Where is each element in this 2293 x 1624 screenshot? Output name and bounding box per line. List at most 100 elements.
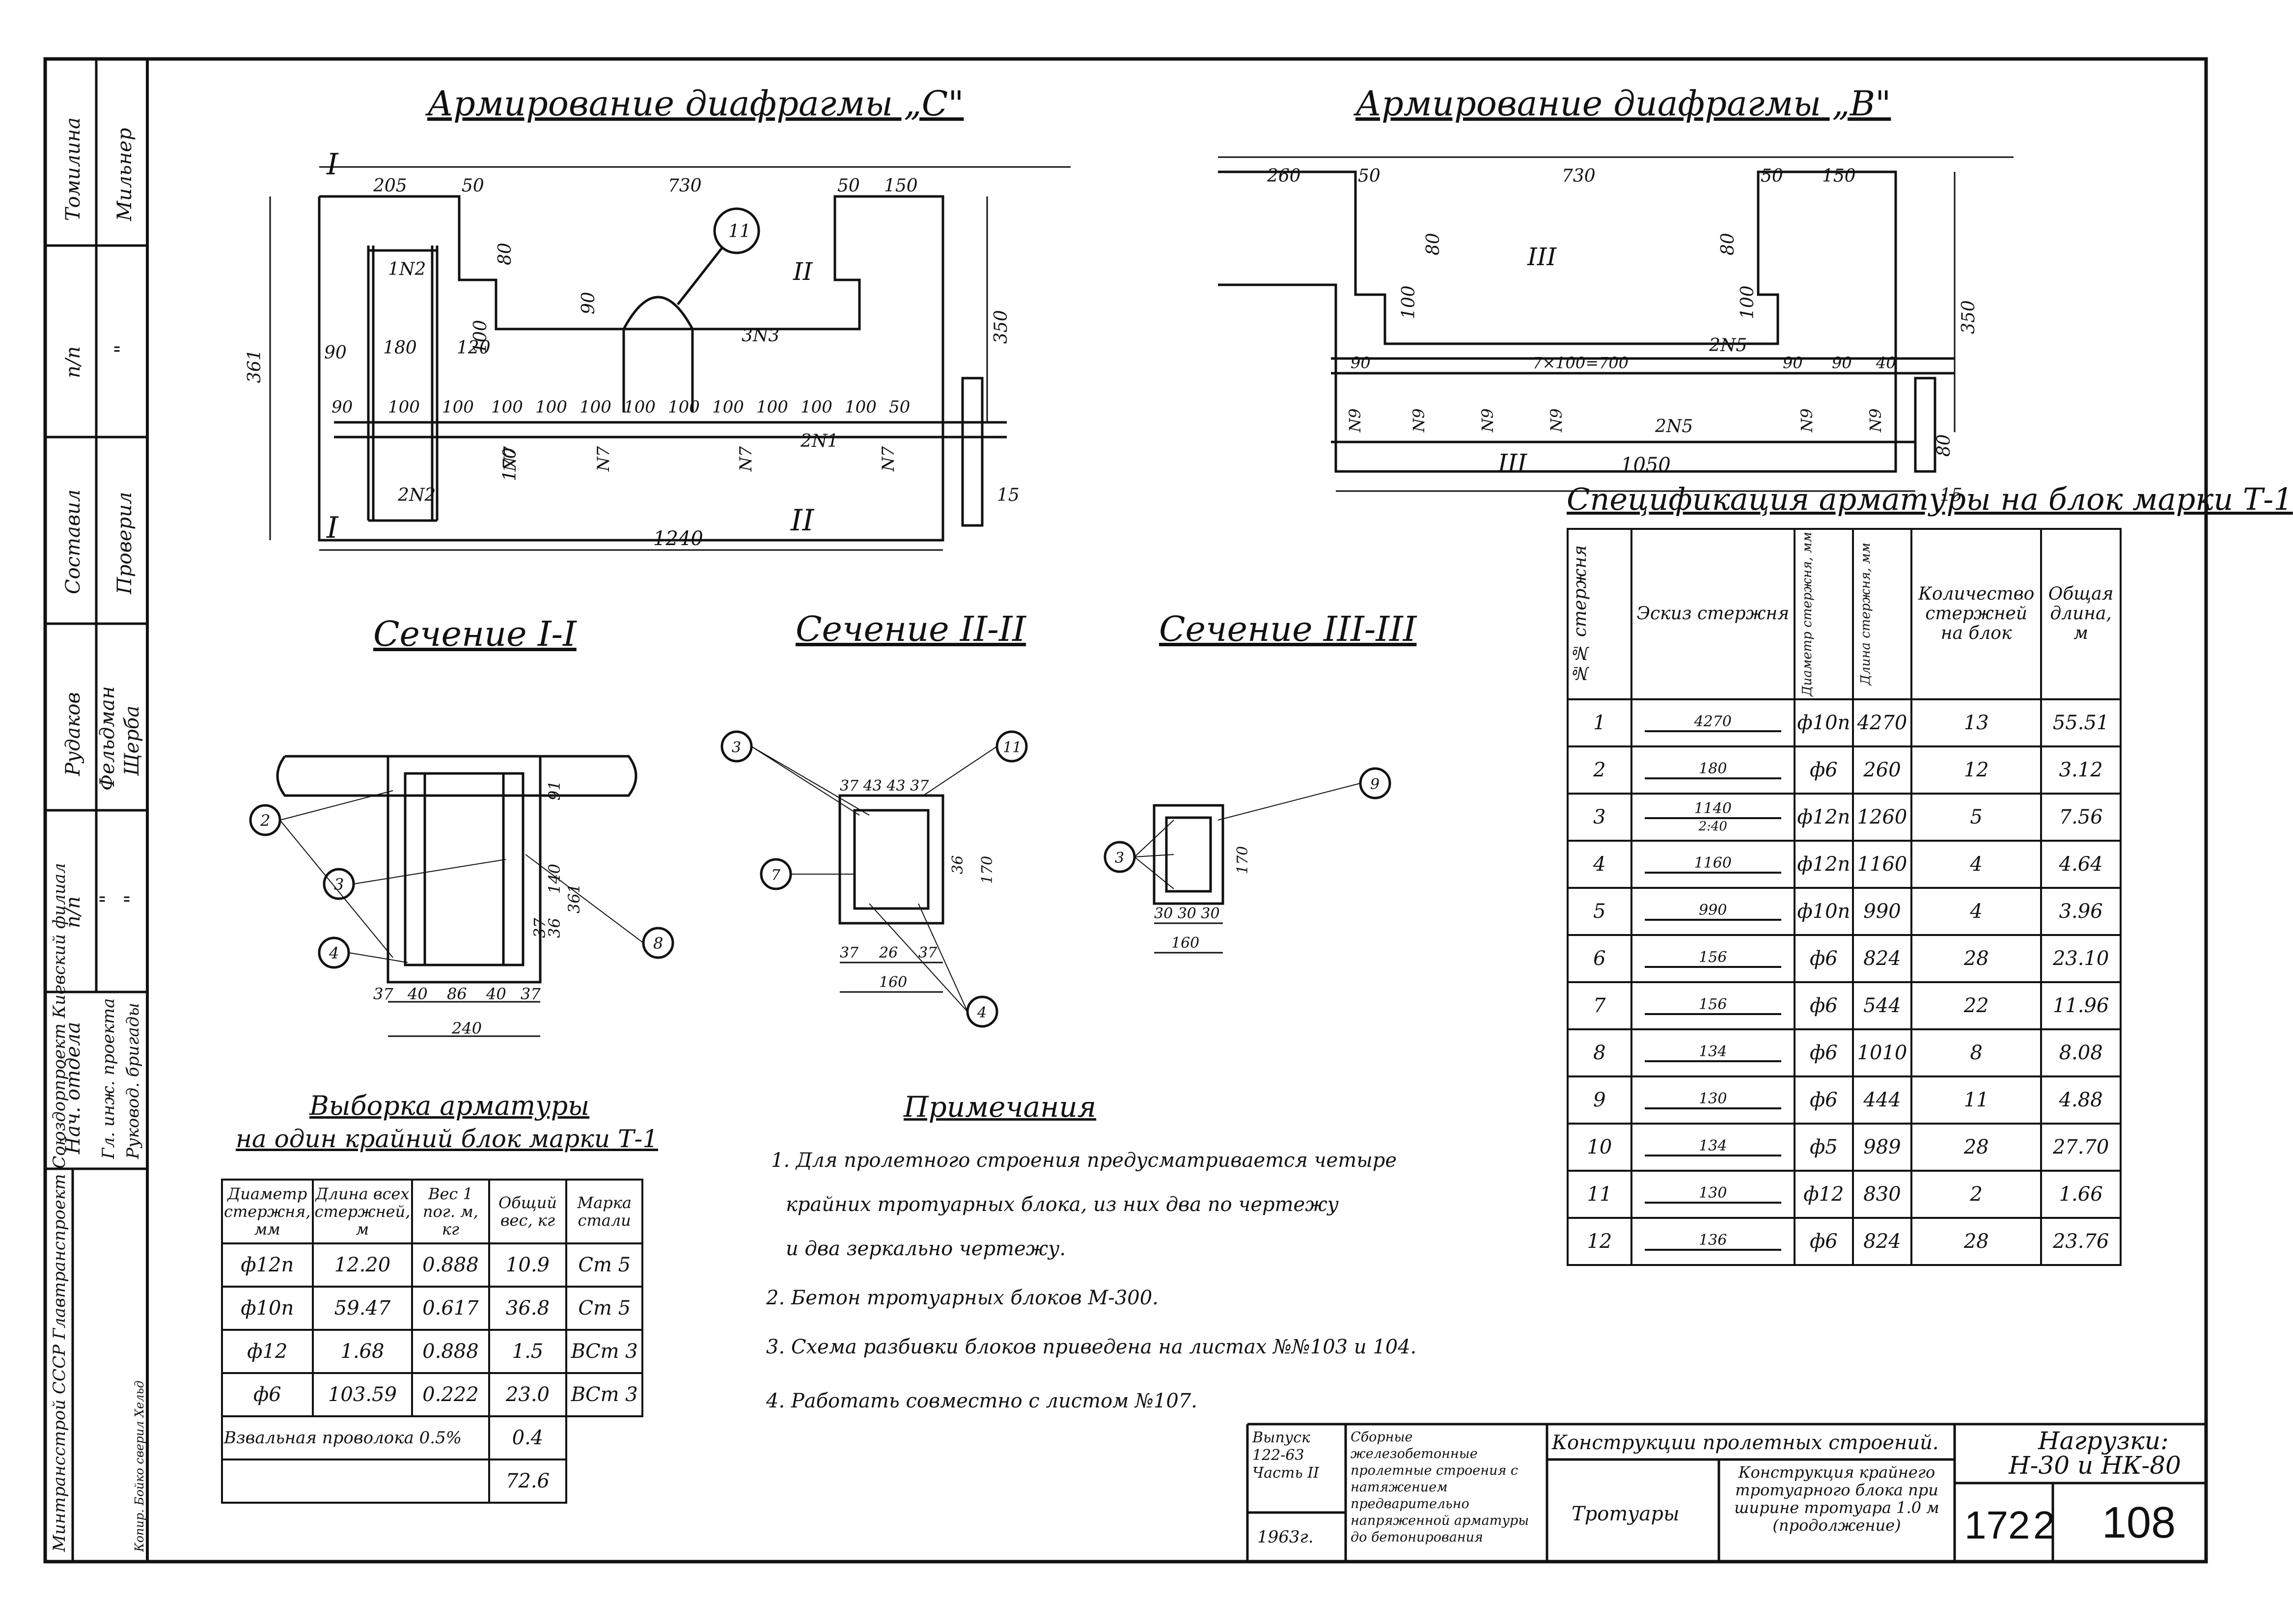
dim-b-h80c: 80 <box>1934 434 1954 457</box>
spec-cell-tot: 3.96 <box>2040 886 2122 936</box>
spec-cell-tot: 55.51 <box>2040 698 2122 747</box>
spec-cell-d: ф6 <box>1793 1028 1854 1077</box>
dim-b-total: 1050 <box>1621 454 1671 476</box>
sidebar-copy-note: Копир. Бойко сверил Хельд <box>133 1380 146 1552</box>
selection-title-2: на один крайний блок марки Т-1 <box>236 1125 659 1153</box>
spec-sketch-label: 134 <box>1699 1137 1727 1155</box>
selection-table: Диаметр стержня, мм Длина всех стержней,… <box>221 1179 643 1504</box>
spec-cell-qty: 2 <box>1910 1169 2043 1219</box>
bar-b-2n5: 2N5 <box>1709 335 1747 356</box>
diaphragm-b-title: Армирование диафрагмы „В" <box>1355 83 1891 124</box>
spec-sketch-label: 1140 <box>1694 800 1732 818</box>
note-line-1: 1. Для пролетного строения предусматрива… <box>771 1149 1397 1172</box>
dim-b-d1: 260 <box>1267 166 1301 186</box>
dim-b-h15: 15 <box>1940 485 1962 505</box>
spec-cell-tot: 4.88 <box>2040 1075 2122 1125</box>
spec-cell-len: 444 <box>1851 1075 1913 1125</box>
selection-weld-label: Взвальная проволока 0.5% <box>221 1415 490 1460</box>
callout-s1-8: 8 <box>653 934 663 953</box>
dim-c-d4: 50 <box>837 176 860 196</box>
pitch-b-4: 40 <box>1876 354 1896 372</box>
spec-cell-d: ф12п <box>1793 839 1854 889</box>
spec-cell-qty: 28 <box>1910 1122 2043 1172</box>
selection-cell-tot: 1.5 <box>488 1329 568 1374</box>
spec-cell-d: ф6 <box>1793 981 1854 1030</box>
bar-c-3n3: 3N3 <box>742 326 779 346</box>
tb-year: 1963г. <box>1257 1527 1314 1547</box>
selection-header-steel: Марка стали <box>565 1179 643 1244</box>
spec-cell-sketch: 136 <box>1630 1216 1796 1266</box>
selection-weld-empty <box>565 1415 642 1459</box>
spec-cell-qty: 5 <box>1910 792 2043 842</box>
spec-cell-qty: 4 <box>1910 886 2043 936</box>
note-line-2: крайних тротуарных блока, из них два по … <box>786 1193 1339 1216</box>
bar-b-n9-3: N9 <box>1478 409 1497 433</box>
selection-cell-st: Ст 5 <box>565 1242 643 1288</box>
bar-b-n9-6: N9 <box>1866 409 1885 433</box>
spec-cell-len: 824 <box>1851 1216 1913 1266</box>
dim-s2-h170: 170 <box>979 856 996 884</box>
spec-header-num: №№ стержня <box>1567 528 1632 700</box>
callout-s3-9: 9 <box>1370 776 1380 793</box>
spec-cell-n: 12 <box>1567 1216 1632 1266</box>
dim-b-d5: 150 <box>1822 166 1856 186</box>
tb-code-1: 172 <box>1964 1503 2030 1547</box>
spec-header-sketch: Эскиз стержня <box>1630 528 1796 700</box>
spec-cell-d: ф5 <box>1793 1122 1854 1172</box>
spec-header-len: Длина стержня, мм <box>1851 528 1913 700</box>
tb-sheet-number: 108 <box>2102 1498 2176 1547</box>
dim-b-d2: 50 <box>1358 166 1381 186</box>
spec-cell-n: 2 <box>1567 745 1632 795</box>
spec-cell-d: ф6 <box>1793 1075 1854 1125</box>
selection-weld-value: 0.4 <box>488 1415 568 1460</box>
dim-b-d4: 50 <box>1761 166 1783 186</box>
pitch-b-mid: 7×100=700 <box>1532 354 1629 372</box>
spec-cell-n: 9 <box>1567 1075 1632 1125</box>
spec-cell-sketch: 156 <box>1630 981 1796 1030</box>
cut-mark-ii-bottom: II <box>791 503 814 538</box>
dim-b-h350: 350 <box>1959 300 1979 334</box>
spec-cell-len: 544 <box>1851 981 1913 1030</box>
spec-cell-len: 4270 <box>1851 698 1913 747</box>
pitch-c-6: 100 <box>580 397 611 417</box>
spec-cell-qty: 12 <box>1910 745 2043 795</box>
dim-s2-b1: 37 <box>840 944 859 962</box>
spec-cell-d: ф6 <box>1793 745 1854 795</box>
spec-cell-d: ф6 <box>1793 1216 1854 1266</box>
note-line-5: 3. Схема разбивки блоков приведена на ли… <box>766 1336 1417 1358</box>
selection-cell-d: ф10п <box>221 1286 314 1331</box>
spec-cell-len: 260 <box>1851 745 1913 795</box>
selection-cell-len: 1.68 <box>311 1329 414 1374</box>
dim-s2-top: 37 43 43 37 <box>840 777 929 795</box>
callout-s1-4: 4 <box>329 944 339 963</box>
sidebar-sign-1: п/п <box>62 346 84 378</box>
spec-sketch-bar <box>1644 919 1781 921</box>
dim-b-h100b: 100 <box>1738 285 1758 319</box>
bar-c-n7-1: N7 <box>500 446 520 472</box>
spec-sketch-label: 156 <box>1699 949 1727 966</box>
dim-s2-b2: 26 <box>879 944 898 962</box>
section-2-title: Сечение II-II <box>796 609 1026 649</box>
spec-sketch-bar <box>1644 817 1781 820</box>
spec-cell-sketch: 4270 <box>1630 698 1796 747</box>
callout-s2-4: 4 <box>977 1004 987 1021</box>
sidebar-sign-2: п/п <box>62 896 84 928</box>
note-line-3: и два зеркально чертежу. <box>786 1238 1066 1260</box>
pitch-c-7: 100 <box>624 397 656 417</box>
diaphragm-c-title: Армирование диафрагмы „С" <box>427 83 964 124</box>
spec-header-total: Общая длина, м <box>2040 528 2122 700</box>
bar-b-2n5-b: 2N5 <box>1655 416 1693 437</box>
spec-sketch-bar <box>1644 1060 1781 1063</box>
pitch-c-1: 90 <box>332 397 353 417</box>
sidebar-name-shcherba: Щерба <box>121 706 143 776</box>
spec-cell-len: 990 <box>1851 886 1913 936</box>
spec-cell-d: ф10п <box>1793 698 1854 747</box>
dim-s1-h140: 140 <box>545 864 564 894</box>
spec-cell-len: 824 <box>1851 934 1913 983</box>
